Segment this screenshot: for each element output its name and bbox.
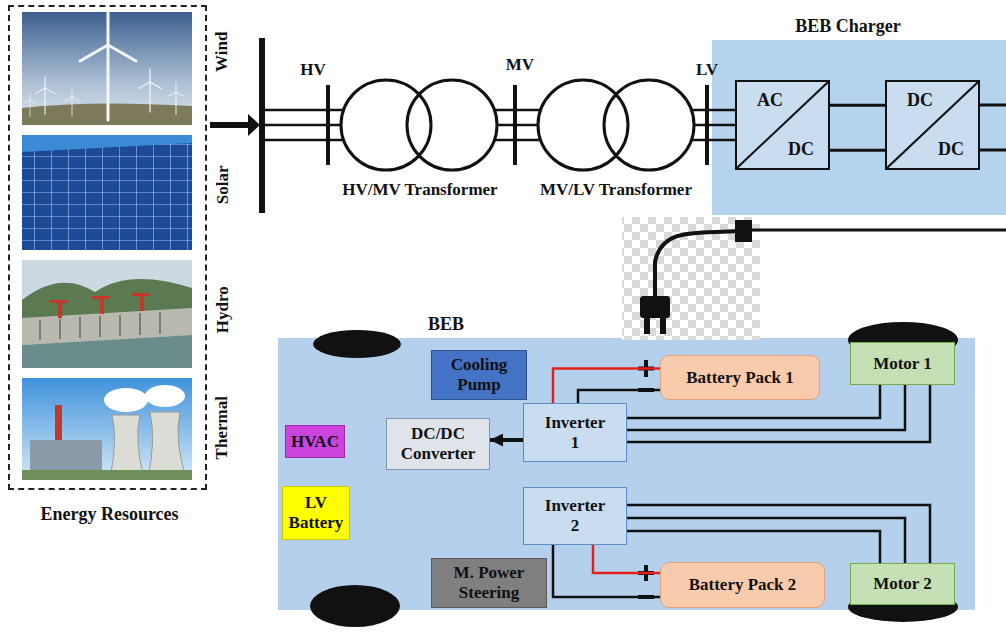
- node-text: LV Battery: [286, 493, 346, 532]
- battery-pack-box: Battery Pack 2: [660, 562, 825, 608]
- bus-body: BEBCooling PumpBattery Pack 1Motor 1Inve…: [278, 338, 975, 610]
- node-text: Motor 2: [873, 574, 932, 594]
- node-text: Cooling Pump: [436, 355, 522, 394]
- converter-text: DC: [907, 90, 933, 111]
- battery-pack-box: Battery Pack 1: [660, 355, 820, 400]
- charging-plug: [622, 217, 1006, 340]
- node-text: Battery Pack 1: [686, 368, 794, 388]
- wire-connector: [830, 104, 885, 107]
- power-steering-box: M. Power Steering: [431, 558, 547, 608]
- wire-connector: [553, 369, 660, 404]
- cooling-pump-box: Cooling Pump: [431, 350, 527, 400]
- wire-connector: [578, 390, 660, 403]
- node-text: Inverter 1: [540, 413, 610, 452]
- motor-box: Motor 1: [850, 342, 955, 385]
- group-heading: Energy Resources: [10, 504, 209, 525]
- inverter-box: Inverter 1: [523, 403, 627, 462]
- node-text: Motor 1: [873, 354, 932, 374]
- converter-text: DC: [788, 139, 814, 160]
- bus-fill: [278, 338, 975, 610]
- wheels: [310, 322, 958, 627]
- hvac-box: HVAC: [285, 425, 345, 458]
- source-label: Hydro: [212, 287, 232, 334]
- node-text: M. Power Steering: [436, 563, 542, 602]
- bus-label: HV: [300, 60, 326, 80]
- node-text: Battery Pack 2: [689, 575, 797, 595]
- source-label: Solar: [212, 166, 232, 205]
- hydro-photo: [22, 260, 192, 368]
- node-text: HVAC: [291, 432, 339, 452]
- node-text: Inverter 2: [540, 496, 610, 535]
- grid-network: [210, 38, 1006, 213]
- dc-dc-converter: DC DC: [885, 80, 980, 170]
- ac-dc-converter: AC DC: [735, 80, 830, 170]
- dc-dc-converter-box: DC/DC Converter: [386, 418, 490, 470]
- wire-connector: [627, 518, 905, 563]
- source-label: Wind: [212, 32, 232, 72]
- wire-connector: [553, 545, 660, 597]
- lv-battery-box: LV Battery: [282, 486, 350, 540]
- wind-photo: [22, 12, 192, 125]
- thermal-photo: [22, 378, 192, 480]
- transformer-label: MV/LV Transformer: [540, 180, 692, 200]
- wire-connector: [627, 531, 880, 563]
- wire-connector: [490, 438, 523, 442]
- bus-label: LV: [696, 60, 718, 80]
- charger-panel: BEB ChargerACDCDCDC: [712, 40, 1006, 215]
- converter-text: AC: [757, 90, 783, 111]
- group-heading: BEB Charger: [712, 16, 984, 37]
- wire-connector: [627, 505, 930, 563]
- group-heading: BEB: [428, 314, 464, 335]
- terminal-symbols: [638, 360, 654, 597]
- transformer-label: HV/MV Transformer: [342, 180, 497, 200]
- converter-text: DC: [938, 139, 964, 160]
- wire-connector: [830, 149, 885, 152]
- inverter-box: Inverter 2: [523, 487, 627, 545]
- source-label: Thermal: [212, 396, 232, 459]
- node-text: DC/DC Converter: [391, 424, 485, 463]
- wire-connector: [593, 545, 660, 573]
- solar-photo: [22, 135, 192, 250]
- charger-fill: [712, 40, 1006, 215]
- motor-box: Motor 2: [850, 563, 955, 605]
- bus-label: MV: [506, 55, 534, 75]
- resource-group: Energy Resources: [8, 5, 207, 490]
